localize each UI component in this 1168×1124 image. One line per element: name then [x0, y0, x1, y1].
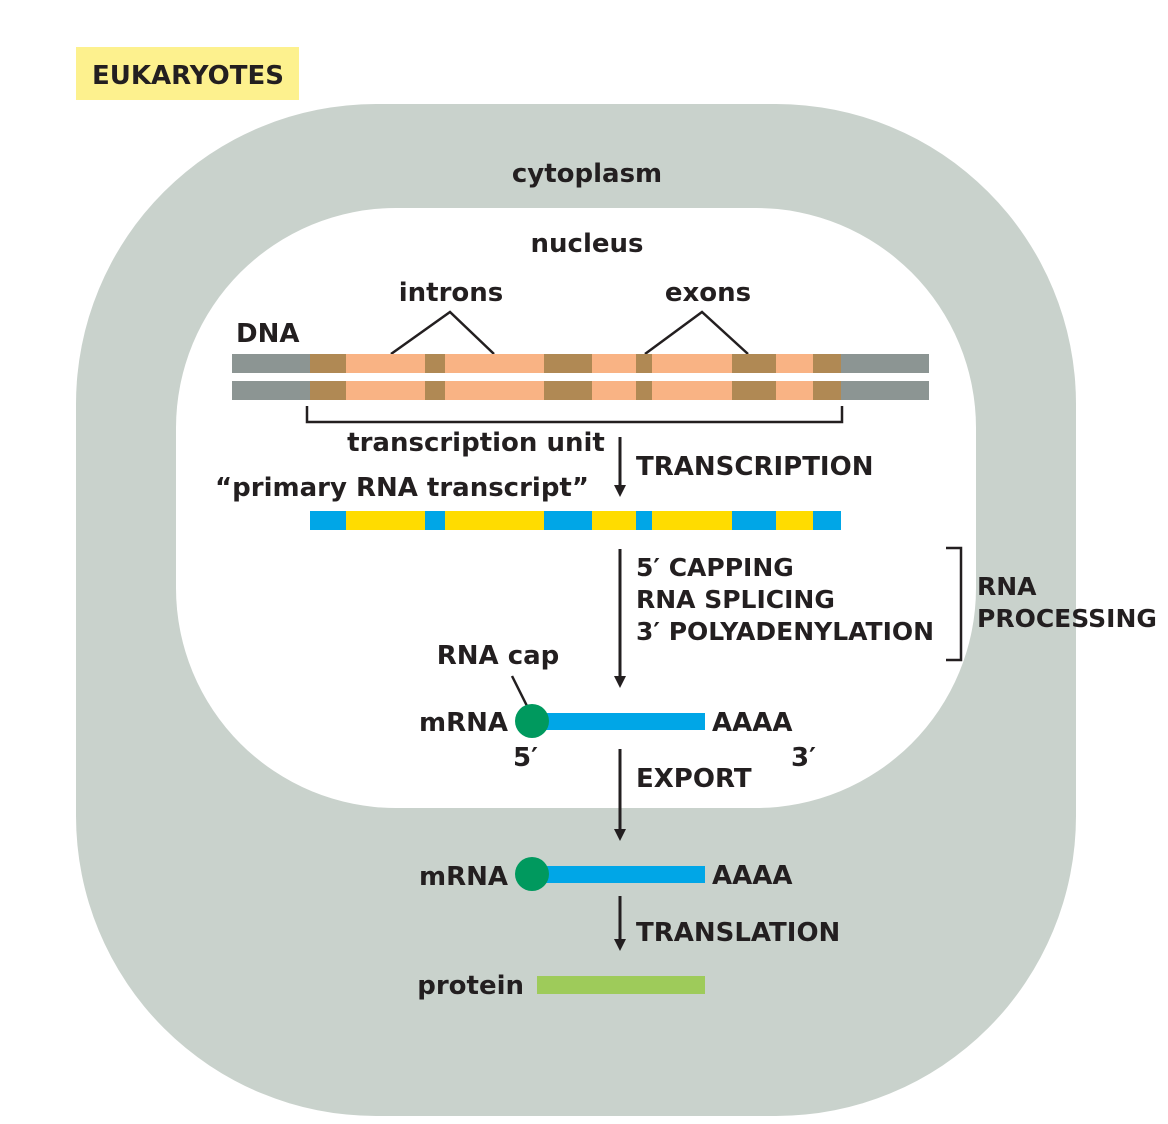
dna-intron [652, 354, 732, 373]
rna-intron [445, 511, 544, 530]
rna-processing-label-line2: PROCESSING [977, 604, 1157, 633]
dna-exon [310, 354, 346, 373]
dna-exon [425, 381, 445, 400]
mrna-strand-cytoplasm [533, 866, 705, 883]
exons-label: exons [665, 278, 751, 308]
dna-exon [544, 354, 592, 373]
primary-transcript-label: “primary RNA transcript” [215, 473, 589, 503]
processing-step-polyadenylation: 3′ POLYADENYLATION [636, 617, 934, 646]
rna-cap-icon [515, 704, 549, 738]
translation-label: TRANSLATION [636, 918, 840, 948]
rna-intron [776, 511, 813, 530]
cytoplasm-label: cytoplasm [512, 159, 662, 189]
dna-strand-bottom [232, 381, 929, 400]
mrna-strand-nucleus [533, 713, 705, 730]
processing-step-splicing: RNA SPLICING [636, 585, 835, 614]
transcription-unit-bracket [305, 406, 844, 424]
dna-intron [346, 354, 425, 373]
mrna-label-nucleus: mRNA [419, 708, 508, 738]
rna-cap-icon-cytoplasm [515, 857, 549, 891]
introns-pointer [390, 310, 495, 356]
dna-intron [445, 354, 544, 373]
dna-intron [776, 354, 813, 373]
introns-label: introns [399, 278, 504, 308]
dna-exon [310, 381, 346, 400]
rna-intron [592, 511, 636, 530]
rna-processing-bracket [946, 546, 963, 662]
protein-label: protein [417, 971, 524, 1001]
rna-exon [544, 511, 592, 530]
poly-a-tail-cytoplasm: AAAA [712, 861, 793, 891]
mrna-label-cytoplasm: mRNA [419, 862, 508, 892]
processing-step-capping: 5′ CAPPING [636, 553, 794, 582]
rna-exon [732, 511, 776, 530]
dna-exon [636, 354, 652, 373]
rna-exon [310, 511, 346, 530]
dna-flank-left [232, 381, 310, 400]
dna-intron [445, 381, 544, 400]
rna-intron [652, 511, 732, 530]
dna-intron [652, 381, 732, 400]
protein-bar [537, 976, 705, 994]
dna-flank-right [841, 381, 929, 400]
rna-exon [813, 511, 841, 530]
dna-intron [592, 381, 636, 400]
dna-exon [425, 354, 445, 373]
dna-intron [346, 381, 425, 400]
primary-rna-transcript [310, 511, 841, 530]
dna-exon [636, 381, 652, 400]
transcription-unit-label: transcription unit [347, 428, 605, 458]
rna-cap-label: RNA cap [437, 641, 560, 671]
dna-strand-top [232, 354, 929, 373]
dna-intron [776, 381, 813, 400]
dna-flank-left [232, 354, 310, 373]
dna-exon [544, 381, 592, 400]
rna-exon [425, 511, 445, 530]
dna-exon [732, 381, 776, 400]
three-prime-label: 3′ [791, 743, 816, 773]
dna-flank-right [841, 354, 929, 373]
dna-exon [813, 381, 841, 400]
dna-exon [813, 354, 841, 373]
dna-intron [592, 354, 636, 373]
rna-processing-label-line1: RNA [977, 572, 1037, 601]
poly-a-tail-nucleus: AAAA [712, 708, 793, 738]
header-badge [76, 47, 299, 100]
five-prime-label: 5′ [513, 743, 538, 773]
nucleus-label: nucleus [531, 229, 644, 259]
dna-exon [732, 354, 776, 373]
header-label: EUKARYOTES [92, 61, 284, 91]
export-label: EXPORT [636, 764, 752, 794]
rna-intron [346, 511, 425, 530]
rna-cap-pointer [510, 675, 529, 707]
exons-pointer [644, 310, 749, 356]
dna-label: DNA [236, 319, 299, 349]
rna-exon [636, 511, 652, 530]
transcription-label: TRANSCRIPTION [636, 452, 873, 482]
